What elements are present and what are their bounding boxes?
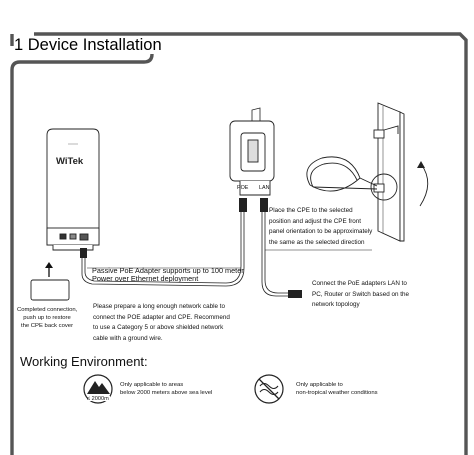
page-title: 1 Device Installation: [14, 36, 162, 54]
note-line: Only applicable to areas: [120, 382, 184, 388]
mount-strap: [306, 156, 378, 192]
note-line: Connect the PoE adapters LAN to: [312, 280, 407, 287]
callout-lines: [87, 249, 372, 269]
note-line: Passive PoE Adapter supports up to 100 m…: [92, 266, 244, 275]
note-line: non-tropical weather conditions: [296, 390, 378, 397]
poe-adapter: [229, 120, 275, 196]
brand-logo: WiTek: [56, 156, 84, 167]
climate-note: Only applicable to non-tropical weather …: [296, 381, 378, 397]
adapter-note: Passive PoE Adapter supports up to 100 m…: [92, 266, 244, 284]
note-line: position and adjust the CPE front: [269, 217, 362, 225]
pole-mount: [373, 102, 405, 242]
note-line: Please prepare a long enough network cab…: [93, 303, 225, 310]
poe-plug: [239, 198, 247, 212]
mountain-icon: [83, 374, 113, 404]
note-line: Only applicable to: [296, 382, 343, 388]
note-line: panel orientation to be approximately: [269, 228, 373, 236]
note-line: cable with a ground wire.: [93, 334, 163, 342]
rotate-arrowhead: [417, 161, 425, 168]
note-line: to use a Category 5 or above shielded ne…: [93, 324, 224, 332]
rj45-plug: [288, 290, 302, 298]
note-line: the same as the selected direction: [269, 238, 365, 246]
cpe-device: [46, 128, 100, 251]
mount-circle: [370, 173, 398, 201]
cable-note: Please prepare a long enough network cab…: [93, 302, 230, 344]
note-line: Completed connection,: [17, 307, 78, 313]
environment-title: Working Environment:: [20, 354, 148, 369]
rotate-arrow-icon: [419, 163, 429, 207]
note-line: connect the POE adapter and CPE. Recomme…: [93, 313, 230, 321]
remove-cover-note: Completed connection, push up to restore…: [17, 306, 77, 331]
note-line: the CPE back cover: [20, 323, 74, 330]
note-line: PC, Router or Switch based on the: [312, 290, 409, 298]
note-line: below 2000 meters above sea level: [120, 390, 213, 397]
note-line: push up to restore: [23, 315, 71, 322]
page-frame: [10, 32, 468, 455]
note-line: network topology: [312, 301, 360, 309]
note-line: Power over Ethernet deployment: [92, 274, 199, 284]
note-line: Place the CPE to the selected: [269, 207, 353, 214]
altitude-note: Only applicable to areas below 2000 mete…: [120, 381, 212, 397]
lan-plug: [260, 198, 268, 212]
back-cover: [30, 279, 70, 301]
connect-lan-note: Connect the PoE adapters LAN to PC, Rout…: [312, 279, 409, 311]
altitude-badge: ≤ 2000m: [87, 396, 109, 402]
poe-port-label: POE: [237, 185, 249, 191]
cable-plug: [80, 248, 87, 258]
lan-port-label: LAN: [259, 185, 270, 191]
no-tropical-icon: [254, 374, 284, 404]
place-cpe-note: Place the CPE to the selected position a…: [269, 206, 372, 248]
network-cable: [81, 210, 290, 297]
power-cord: [251, 107, 261, 121]
up-arrow-icon: [45, 262, 53, 277]
